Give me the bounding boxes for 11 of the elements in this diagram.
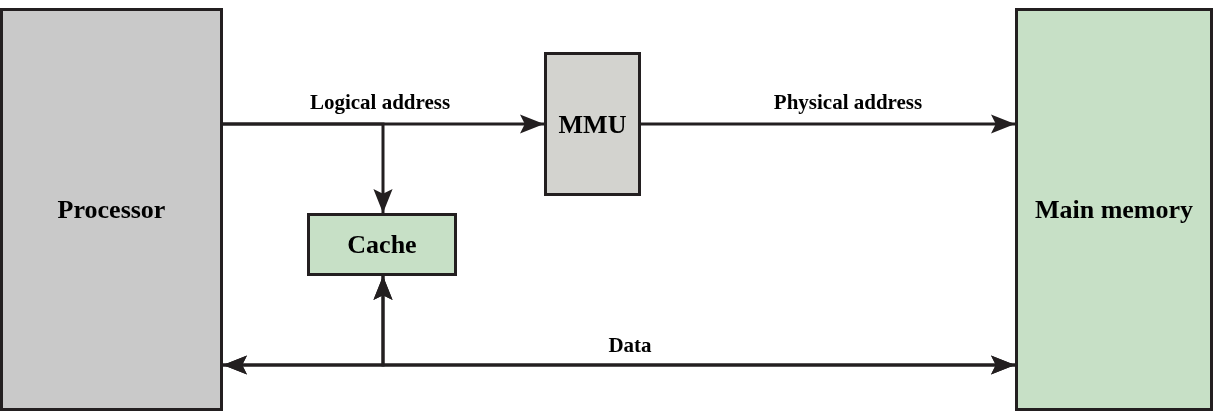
unit-box [544, 52, 641, 196]
node-label: Processor [57, 194, 166, 226]
node-label: Main memory [1034, 194, 1194, 226]
processor-box [0, 8, 223, 411]
node-label: MMU [558, 108, 627, 141]
cache-box [307, 213, 457, 276]
node-label: Cache [347, 229, 417, 261]
arrow [373, 276, 1015, 375]
memory-box [1015, 8, 1213, 411]
arrow [641, 114, 1015, 134]
arrow [223, 122, 393, 213]
